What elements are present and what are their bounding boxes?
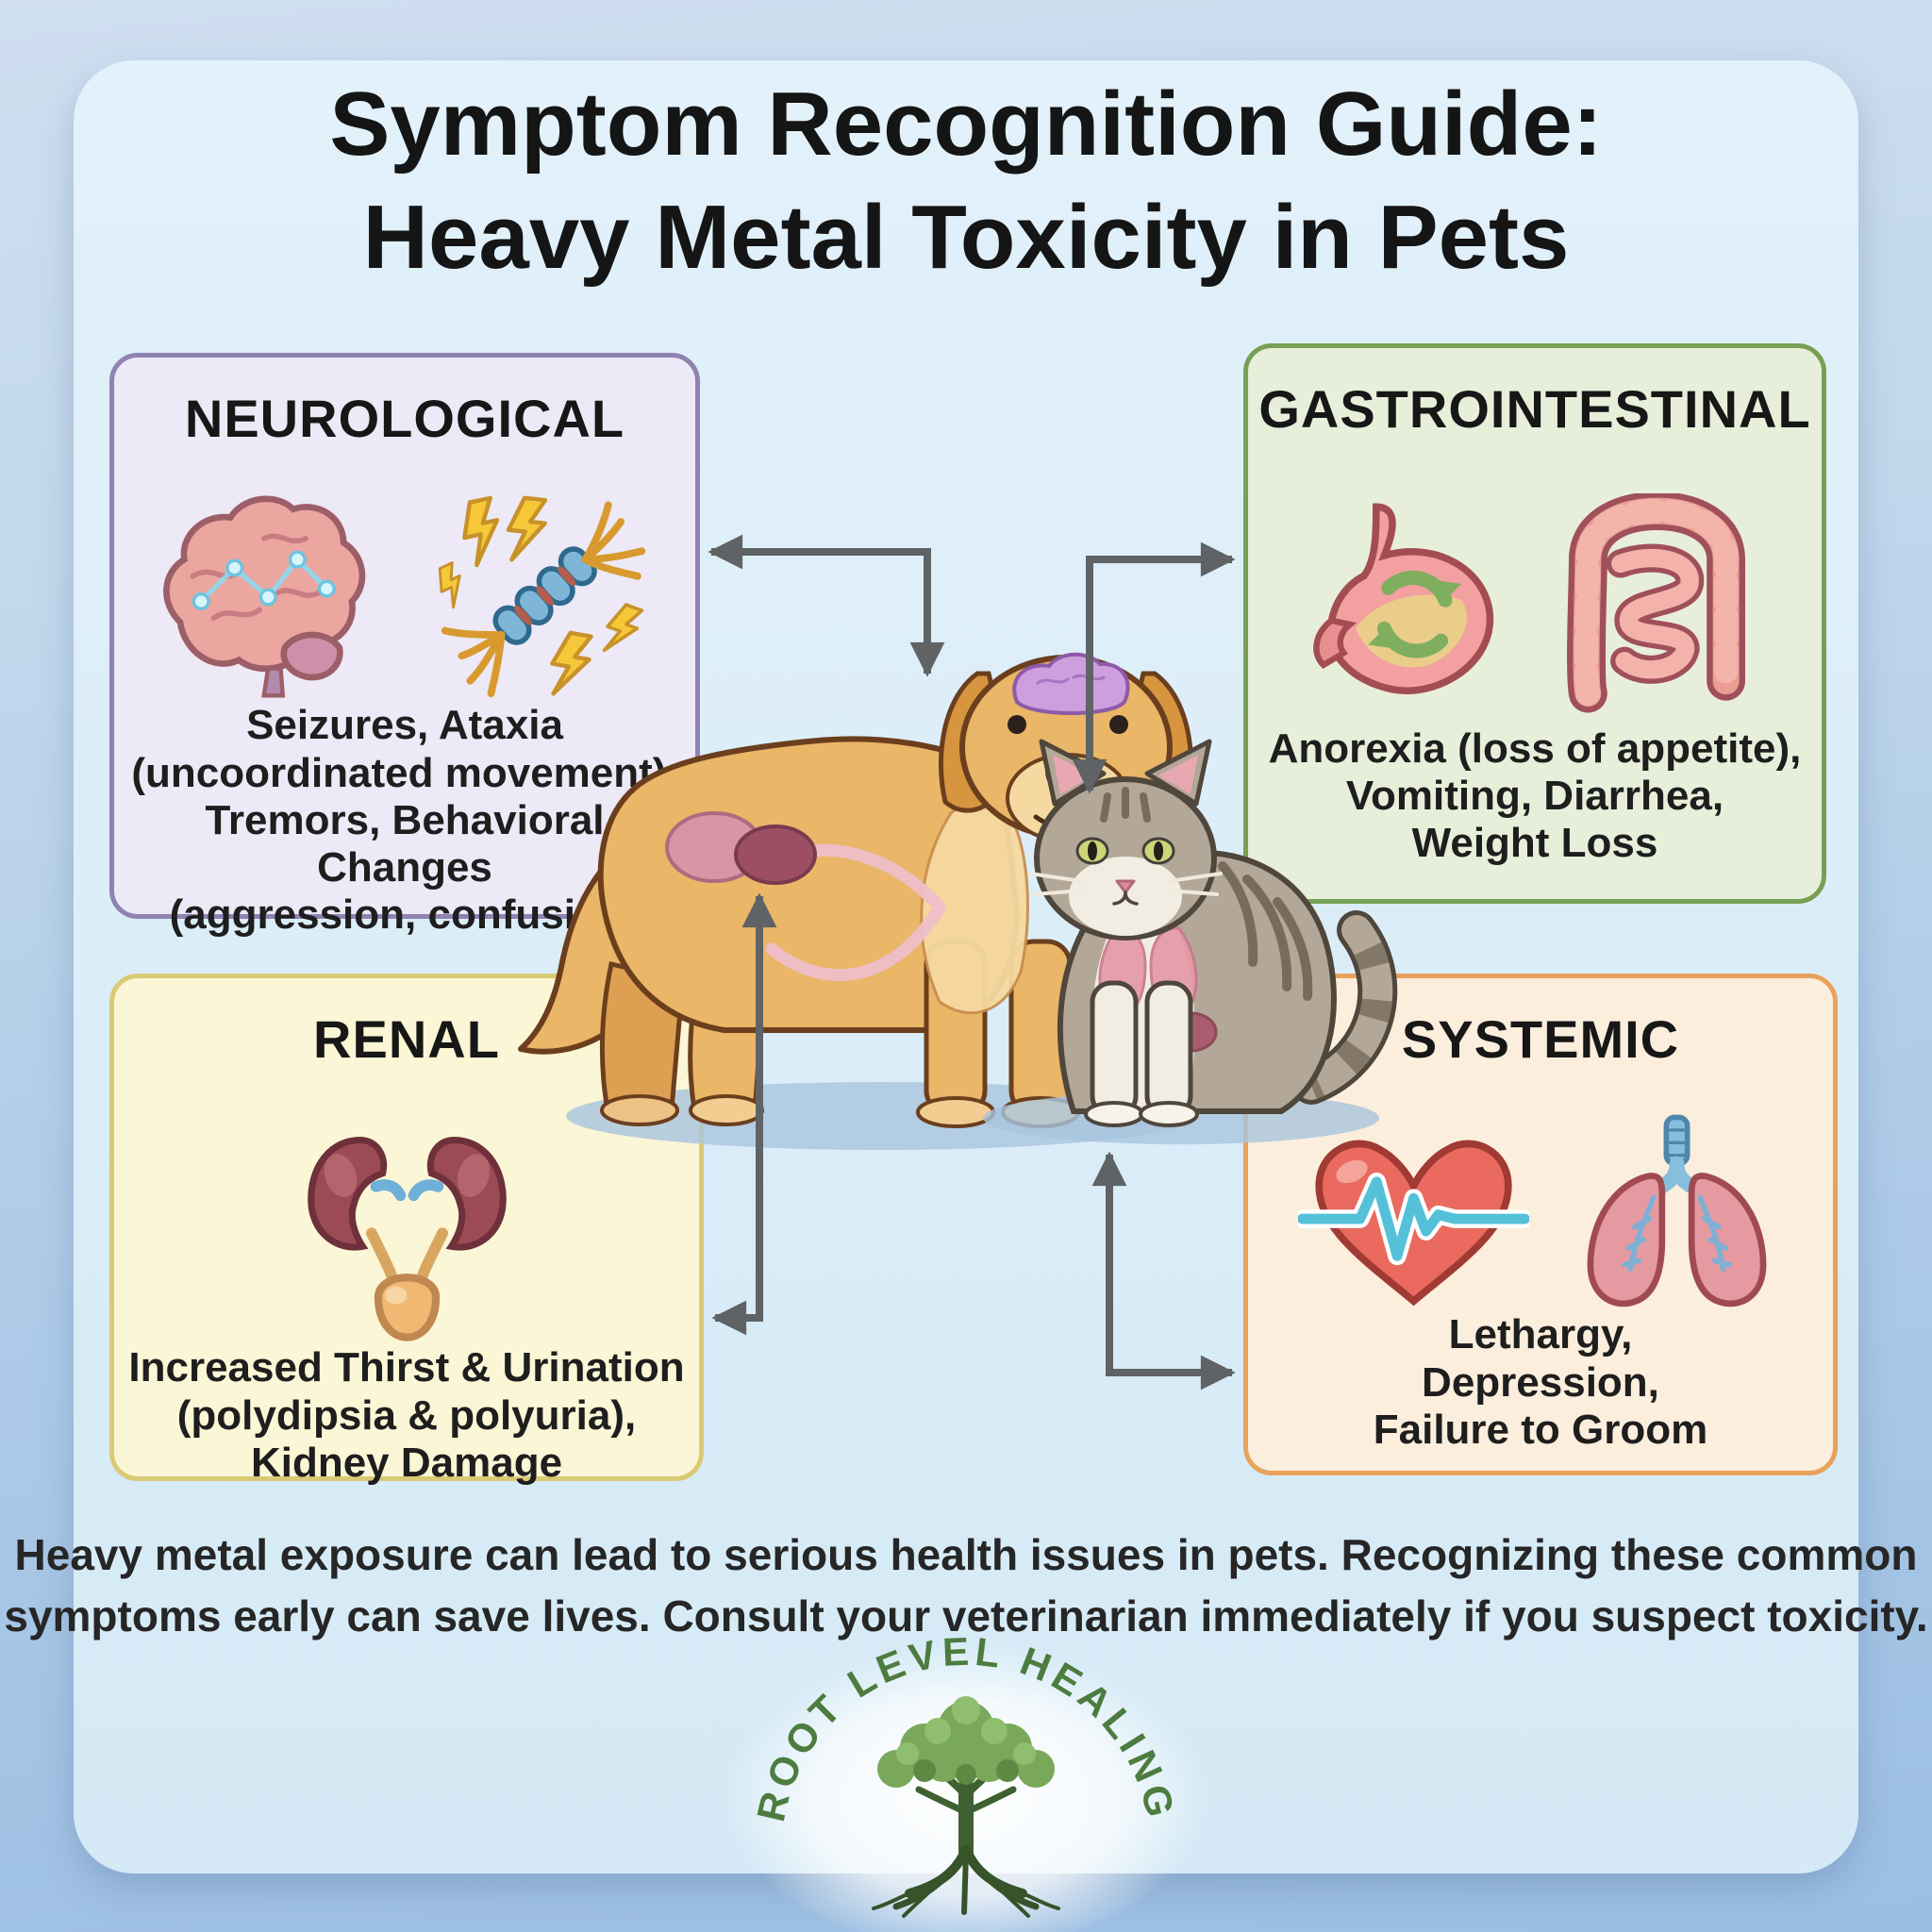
gastrointestinal-box: GASTROINTESTINAL Anorexia (loss [1243, 343, 1826, 904]
neurological-box: NEUROLOGICAL [109, 353, 700, 938]
renal-box: RENAL Increased Thirst & Urination (poly… [109, 974, 704, 1486]
footer-line-1: Heavy metal exposure can lead to serious… [14, 1530, 1918, 1579]
gastrointestinal-icon-row [1311, 483, 1758, 724]
neuron-icon [438, 496, 646, 698]
neurological-title: NEUROLOGICAL [184, 389, 625, 448]
tree-with-roots-icon [872, 1696, 1060, 1918]
footer-line-2: symptoms early can save lives. Consult y… [4, 1591, 1928, 1641]
stomach-icon [1313, 503, 1493, 694]
brand-logo: ROOT LEVEL HEALING [711, 1629, 1221, 1932]
systemic-symptoms: Lethargy, Depression, Failure to Groom [1373, 1311, 1708, 1453]
renal-title: RENAL [313, 1009, 500, 1069]
brain-icon [163, 495, 366, 699]
systemic-box: SYSTEMIC Lethargy, Depre [1243, 974, 1838, 1475]
gastrointestinal-title: GASTROINTESTINAL [1258, 379, 1811, 439]
renal-icon-row [296, 1113, 518, 1344]
root-level-healing-logo: ROOT LEVEL HEALING [725, 1629, 1207, 1932]
kidneys-bladder-icon [307, 1137, 507, 1342]
page-title: Symptom Recognition Guide: Heavy Metal T… [0, 68, 1932, 294]
neurological-icon-row [148, 492, 661, 702]
heart-ekg-icon [1298, 1140, 1529, 1307]
gastrointestinal-symptoms: Anorexia (loss of appetite), Vomiting, D… [1268, 724, 1802, 866]
title-line-1: Symptom Recognition Guide: [329, 74, 1603, 175]
lungs-icon [1587, 1115, 1767, 1307]
neurological-symptoms: Seizures, Ataxia (uncoordinated movement… [131, 702, 678, 939]
systemic-icon-row [1298, 1113, 1783, 1311]
renal-symptoms: Increased Thirst & Urination (polydipsia… [128, 1344, 685, 1486]
intestines-icon [1567, 493, 1746, 713]
title-line-2: Heavy Metal Toxicity in Pets [362, 187, 1570, 288]
footer-note: Heavy metal exposure can lead to serious… [0, 1524, 1932, 1648]
systemic-title: SYSTEMIC [1401, 1009, 1680, 1069]
